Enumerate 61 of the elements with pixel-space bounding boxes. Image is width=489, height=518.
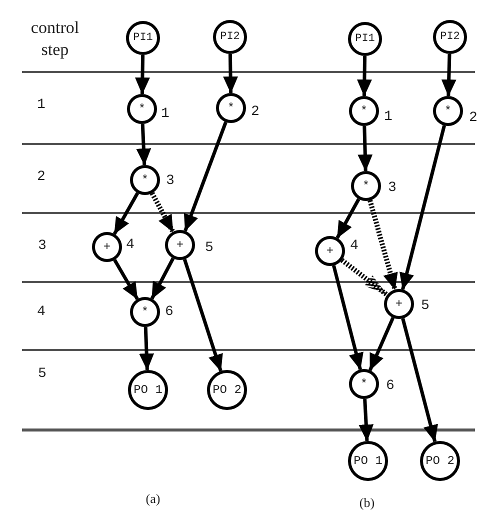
arrow [358, 398, 374, 442]
control-step-number: 5 [38, 367, 46, 381]
arrow [358, 126, 373, 172]
arrow [182, 258, 223, 372]
operation-number: 4 [126, 238, 134, 252]
arrow [368, 317, 395, 371]
output-node: PO 1 [348, 441, 388, 481]
operation-node: * [349, 369, 379, 399]
input-node: PI1 [348, 22, 382, 56]
operation-node: * [216, 93, 246, 123]
subfigure-label: (a) [146, 492, 160, 504]
operation-node: * [130, 297, 160, 327]
operation-number: 3 [388, 181, 396, 195]
arrow [401, 318, 438, 442]
arrow [136, 124, 152, 166]
arrow [184, 121, 228, 232]
operation-node: + [165, 230, 195, 260]
operation-number: 2 [251, 105, 260, 119]
operation-node: * [349, 96, 379, 126]
hatched-arrow [368, 200, 398, 290]
operation-number: 5 [205, 241, 214, 255]
arrow [223, 54, 238, 94]
arrow [139, 326, 154, 370]
control-step-number: 3 [38, 239, 46, 253]
arrow [399, 125, 446, 290]
arrow [332, 265, 364, 370]
arrow [134, 54, 150, 94]
control-step-number: 1 [37, 98, 46, 112]
arrow [336, 198, 360, 239]
hatched-arrow [150, 192, 176, 233]
control-step-number: 4 [37, 305, 46, 319]
output-node: PO 2 [207, 370, 247, 410]
operation-number: 4 [350, 239, 358, 253]
operation-node: + [315, 236, 345, 266]
input-node: PI2 [433, 20, 467, 54]
input-node: PI1 [126, 21, 160, 55]
arrow [150, 257, 175, 300]
hatched-arrow [340, 258, 389, 297]
operation-number: 6 [386, 379, 394, 393]
operation-number: 2 [469, 111, 478, 125]
operation-node: * [433, 96, 463, 126]
operation-node: * [130, 165, 160, 195]
operation-number: 5 [421, 299, 430, 313]
operation-number: 1 [161, 107, 170, 121]
arrow [112, 192, 140, 235]
control-step-number: 2 [37, 170, 46, 184]
axis-title: control step [30, 17, 80, 61]
operation-node: + [384, 289, 414, 319]
arrow [356, 56, 372, 96]
input-node: PI2 [213, 20, 247, 54]
arrow [441, 54, 456, 96]
operation-number: 1 [384, 110, 392, 124]
operation-node: * [127, 94, 157, 124]
output-node: PO 1 [128, 370, 168, 410]
operation-node: + [92, 232, 122, 262]
subfigure-label: (b) [359, 496, 375, 508]
arrow [113, 259, 139, 300]
operation-number: 6 [165, 305, 174, 319]
operation-number: 3 [166, 174, 174, 188]
output-node: PO 2 [420, 441, 460, 481]
operation-node: * [351, 171, 381, 201]
